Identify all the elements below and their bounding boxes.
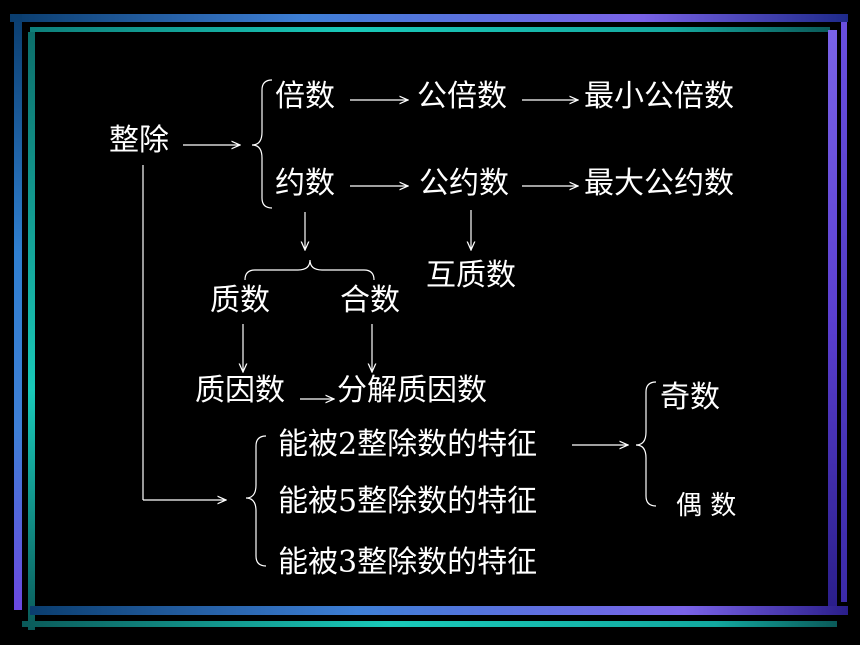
right-border-bar — [828, 30, 837, 610]
node-odd-numbers: 奇数 — [660, 380, 720, 415]
node-divisibility: 整除 — [109, 123, 169, 158]
node-even-numbers: 偶 数 — [676, 491, 737, 521]
node-multiples: 倍数 — [275, 79, 335, 114]
node-common-divisors: 公约数 — [419, 166, 509, 201]
node-prime: 质数 — [210, 283, 270, 318]
node-rule-divisible-by-3: 能被3整除数的特征 — [278, 545, 538, 580]
node-composite: 合数 — [340, 283, 400, 318]
bottom-border-bar — [30, 606, 848, 615]
bottom-inner-bar — [22, 621, 837, 627]
node-prime-factorization: 分解质因数 — [337, 373, 487, 408]
node-coprime: 互质数 — [426, 258, 516, 293]
node-greatest-common-divisor: 最大公约数 — [584, 166, 734, 201]
node-least-common-multiple: 最小公倍数 — [584, 79, 734, 114]
right-accent-bar — [841, 22, 847, 602]
top-inner-bar — [30, 27, 830, 32]
top-border-bar — [10, 14, 848, 22]
node-rule-divisible-by-2: 能被2整除数的特征 — [278, 427, 538, 462]
node-common-multiples: 公倍数 — [417, 79, 507, 114]
node-prime-factor: 质因数 — [195, 373, 285, 408]
node-rule-divisible-by-5: 能被5整除数的特征 — [278, 484, 538, 519]
left-inner-bar — [28, 32, 35, 630]
left-border-bar — [14, 14, 22, 610]
node-divisors: 约数 — [275, 166, 335, 201]
